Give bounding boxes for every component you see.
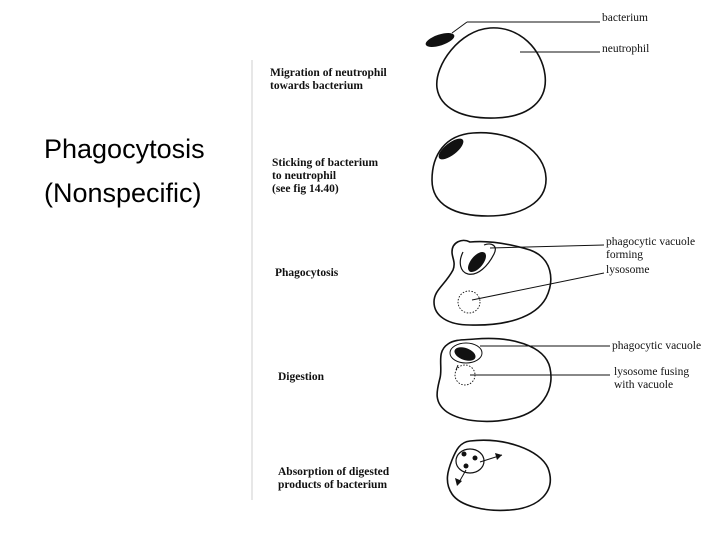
callout-lysosome-fusing: lysosome fusing with vacuole [614, 366, 690, 391]
pseudopod [459, 243, 496, 275]
callout-vacuole: phagocytic vacuole [612, 340, 702, 352]
callout-bacterium: bacterium [602, 12, 648, 24]
bacterium-shape [454, 347, 476, 361]
slide-title: Phagocytosis [44, 134, 205, 164]
fusion-mark [455, 364, 459, 371]
neutrophil-shape [431, 131, 547, 217]
step-label-sticking: Sticking of bacterium to neutrophil (see… [272, 157, 379, 195]
leader-line [471, 272, 605, 301]
vacuole-shape [449, 342, 483, 364]
bacterium-shape [468, 252, 486, 272]
step-3-phagocytosis [433, 239, 605, 326]
neutrophil-shape [436, 337, 552, 423]
callout-neutrophil: neutrophil [602, 43, 650, 55]
neutrophil-shape [446, 439, 551, 512]
digested-particle [463, 463, 469, 469]
lysosome-shape [457, 290, 481, 314]
step-1-migration [425, 21, 600, 119]
step-label-migration: Migration of neutrophil towards bacteriu… [270, 67, 387, 92]
arrow-head [495, 453, 502, 460]
step-label-phagocytosis: Phagocytosis [275, 267, 339, 279]
bacterium-shape [438, 138, 464, 160]
neutrophil-shape [436, 27, 547, 119]
step-label-absorption: Absorption of digested products of bacte… [278, 466, 390, 491]
digested-particle [472, 455, 478, 461]
step-2-sticking [431, 131, 547, 217]
vacuole-shape [455, 448, 485, 474]
neutrophil-shape [433, 239, 552, 326]
leader-line [489, 244, 605, 249]
arrow-head [455, 478, 462, 486]
bacterium-shape [425, 33, 455, 47]
slide-subtitle: (Nonspecific) [44, 178, 202, 208]
step-4-digestion [436, 337, 610, 423]
step-5-absorption [446, 439, 551, 512]
step-label-digestion: Digestion [278, 371, 324, 383]
digested-particle [461, 451, 467, 457]
callout-vacuole-forming: phagocytic vacuole forming [606, 236, 696, 261]
callout-lysosome: lysosome [606, 264, 650, 276]
leader-line [451, 21, 468, 34]
